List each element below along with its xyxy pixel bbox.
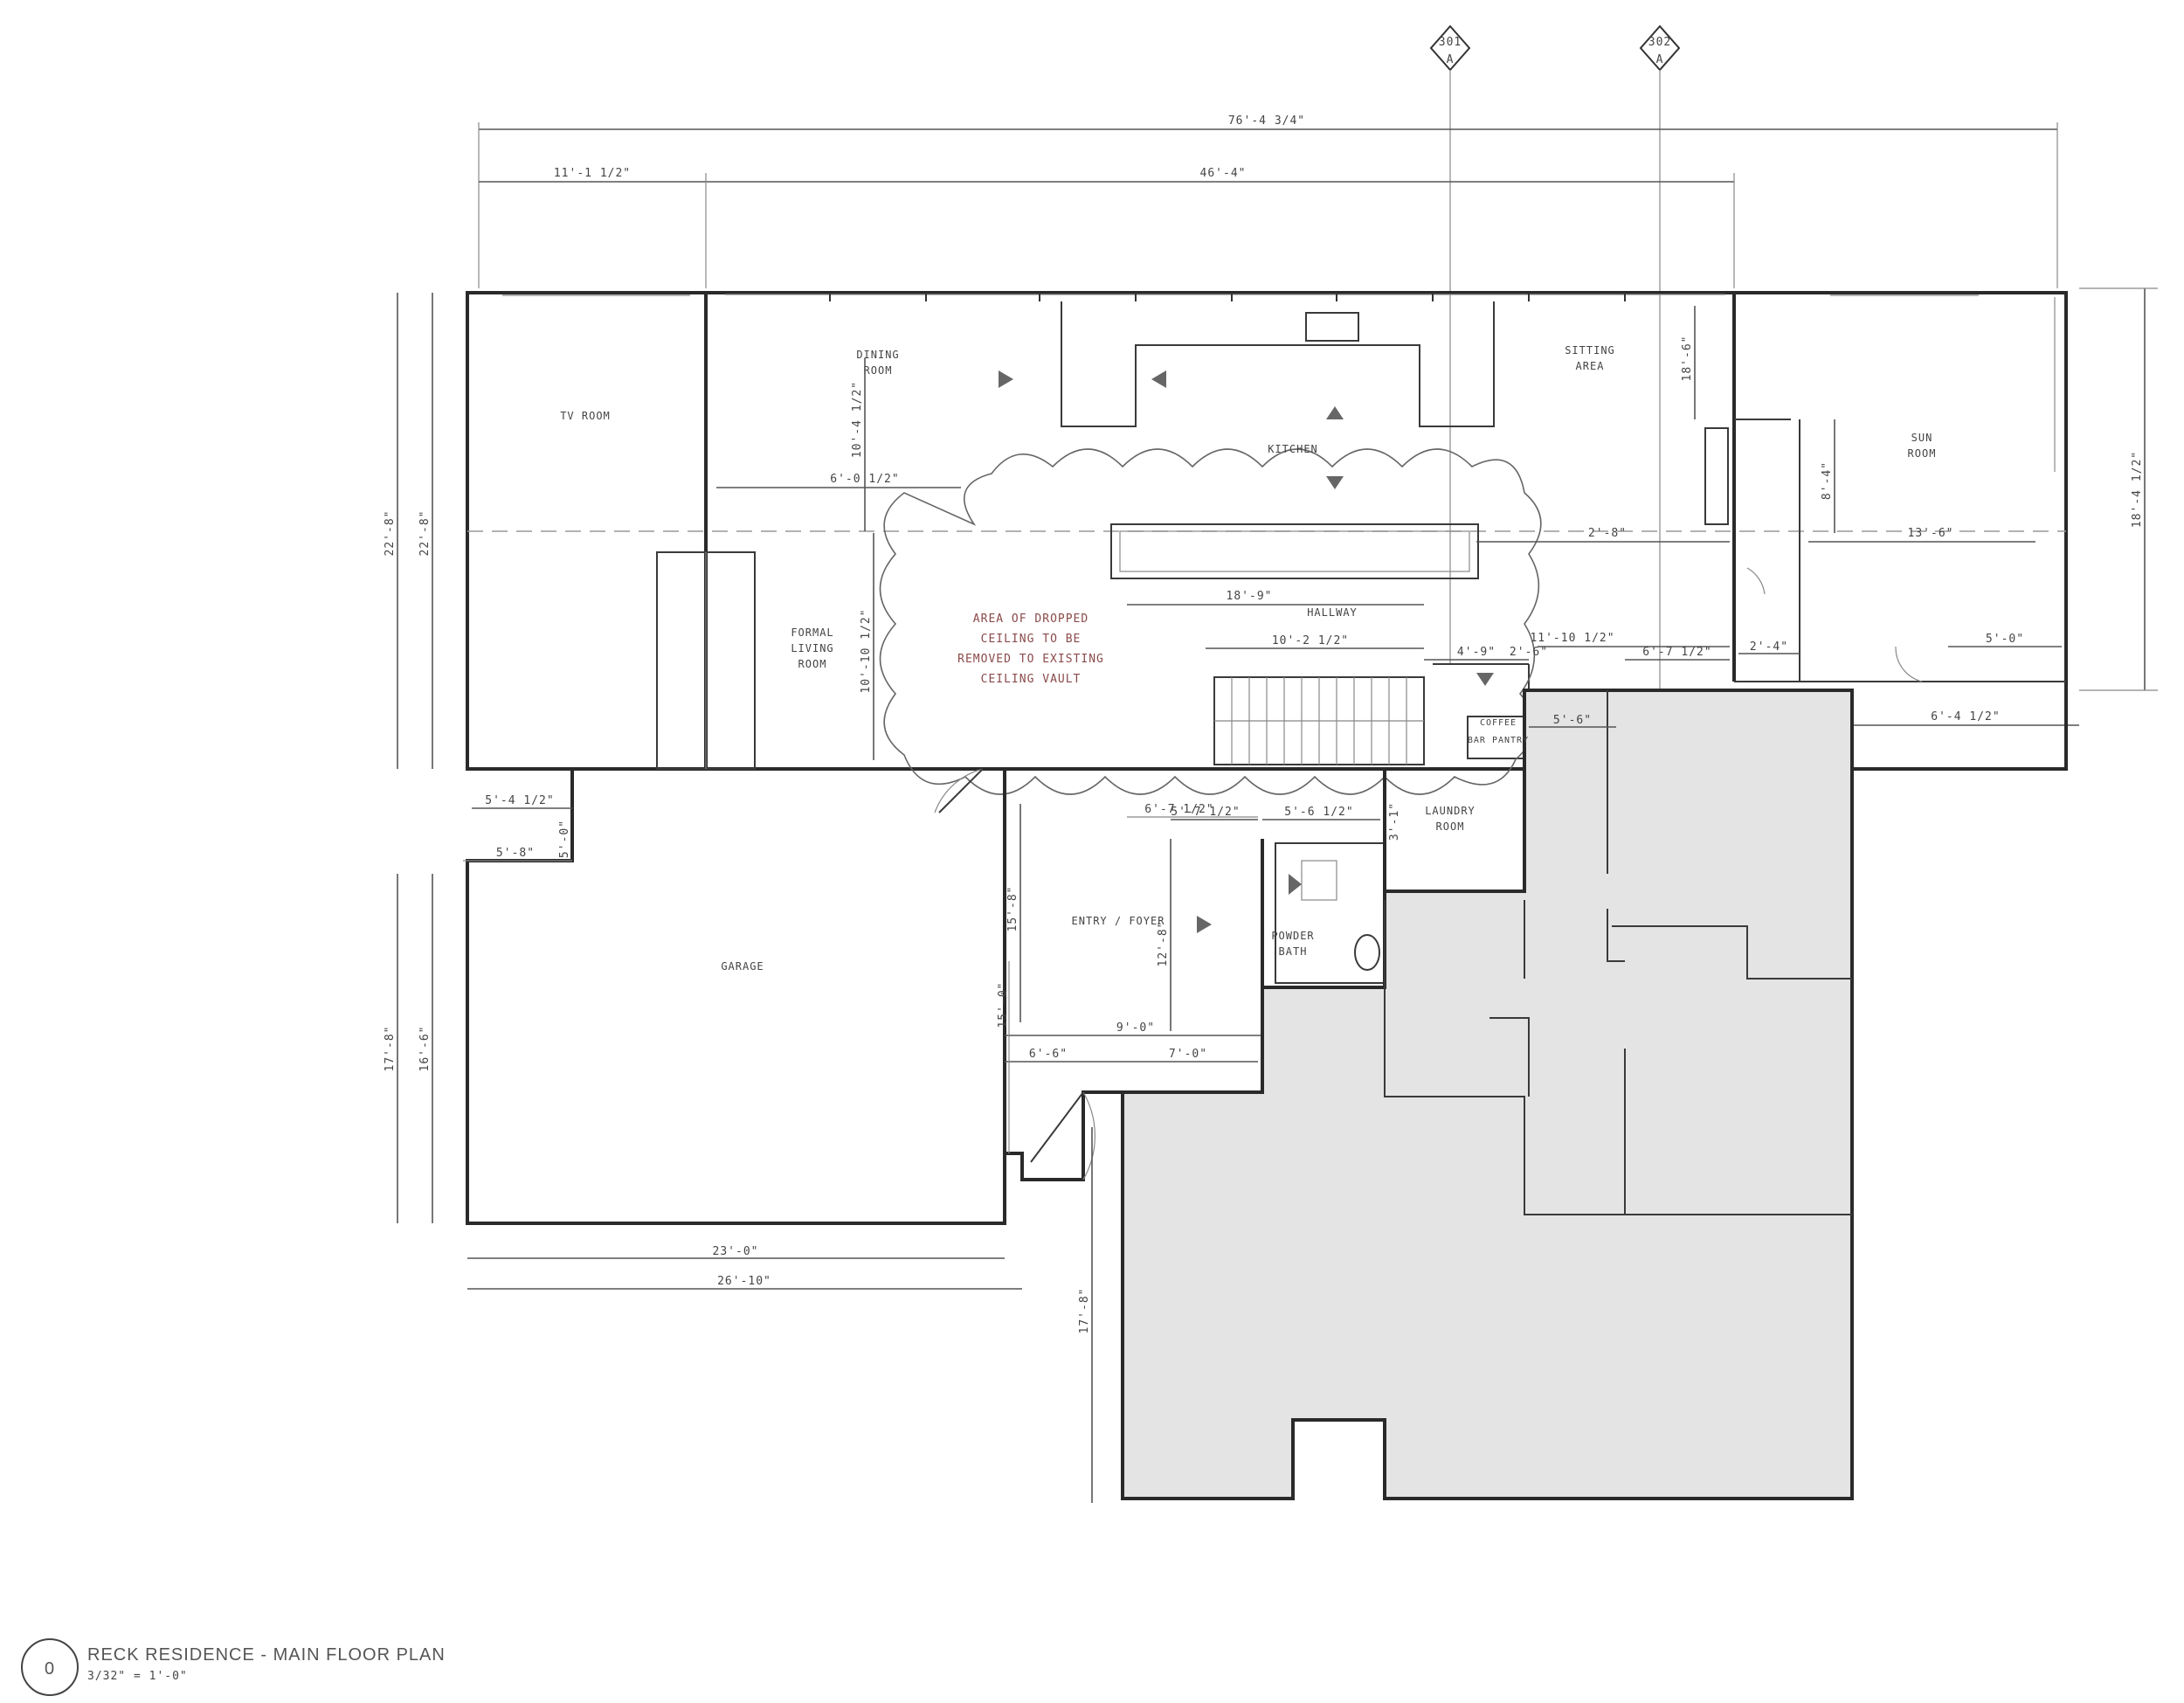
dim-laundry-w: 5'-6" (1553, 714, 1592, 727)
shaded-unfinished-area (1121, 689, 1854, 1500)
room-sitting-1: SITTING (1565, 344, 1615, 357)
dim-misc1: 4'-9" (1457, 646, 1496, 659)
dim-garage-w2: 26'-10" (717, 1275, 771, 1288)
dim-stair-w: 6'-7 1/2" (1642, 646, 1711, 659)
view-triangles (999, 370, 1494, 933)
room-tv-room: TV ROOM (560, 410, 611, 422)
dim-foyer-h3: 15'-0" (997, 982, 1010, 1028)
dim-top-mid: 46'-4" (1200, 167, 1247, 180)
room-powder-2: BATH (1279, 945, 1308, 958)
drawing-title-block: 0 RECK RESIDENCE - MAIN FLOOR PLAN 3/32"… (21, 1638, 446, 1696)
dim-garage-top: 5'-4 1/2" (485, 794, 554, 807)
dim-foyer-w2: 6'-6" (1029, 1048, 1068, 1061)
dim-foyer-top: 5'-7 1/2" (1171, 806, 1240, 819)
section-marker-302: 302 A (1639, 24, 1681, 712)
dim-sitting-w: 2'-8" (1588, 527, 1627, 540)
dim-left-overall: 22'-8" (384, 510, 397, 557)
drawing-scale: 3/32" = 1'-0" (87, 1670, 188, 1683)
room-laundry-1: LAUNDRY (1425, 805, 1476, 817)
dim-garage-h1: 17'-8" (384, 1026, 397, 1072)
room-entry-foyer: ENTRY / FOYER (1072, 915, 1165, 927)
room-sun-2: ROOM (1908, 447, 1937, 460)
dim-bath-w: 5'-6 1/2" (1284, 806, 1353, 819)
right-dimensions: 18'-4 1/2" 6'-4 1/2" (1852, 287, 2158, 726)
dim-misc2: 2'-6" (1510, 646, 1548, 659)
dim-foyer-w3: 7'-0" (1169, 1048, 1207, 1061)
dim-hall-h: 18'-9" (1227, 590, 1273, 603)
room-labels: TV ROOM DINING ROOM KITCHEN SITTING AREA… (560, 344, 1937, 973)
top-dimensions: 76'-4 3/4" 11'-1 1/2" 46'-4" (478, 114, 2058, 288)
note-line-1: AREA OF DROPPED (973, 613, 1089, 626)
room-hallway: HALLWAY (1307, 606, 1358, 619)
room-coffee-2: BAR PANTRY (1468, 736, 1529, 745)
dim-sun-h: 18'-6" (1681, 336, 1694, 382)
room-formal-3: ROOM (798, 658, 827, 670)
dim-garage-top2: 5'-8" (496, 847, 535, 860)
dim-misc3: 6'-7 1/2" (1144, 803, 1213, 816)
room-dining-2: ROOM (864, 364, 893, 377)
dim-foyer-w: 9'-0" (1116, 1021, 1155, 1035)
room-powder-1: POWDER (1271, 930, 1314, 942)
left-dimensions: 22'-8" 22'-8" 17'-8" 16'-6" (384, 293, 433, 1223)
dim-sun-vert: 13'-6" (1908, 527, 1954, 540)
marker-301-letter: A (1447, 53, 1455, 66)
section-marker-301: 301 A (1429, 24, 1471, 664)
interior-dimensions: 10'-4 1/2" 6'-0 1/2" 10'-10 1/2" 18'-9" … (716, 306, 2062, 841)
room-coffee-1: COFFEE (1480, 718, 1517, 728)
ceiling-note: AREA OF DROPPED CEILING TO BE REMOVED TO… (957, 613, 1104, 686)
note-line-2: CEILING TO BE (981, 633, 1082, 646)
dim-overall-width: 76'-4 3/4" (1228, 114, 1305, 128)
dim-dining-depth: 10'-4 1/2" (851, 381, 864, 458)
dim-foyer-h: 15'-8" (1006, 886, 1019, 932)
drawing-title: RECK RESIDENCE - MAIN FLOOR PLAN (87, 1645, 446, 1665)
dim-sun-vert2: 8'-4" (1821, 461, 1834, 500)
view-number: 0 (45, 1659, 55, 1679)
room-sun-1: SUN (1911, 432, 1933, 444)
room-garage: GARAGE (721, 960, 764, 973)
dim-sun-bottom: 6'-4 1/2" (1931, 710, 2000, 723)
room-laundry-2: ROOM (1436, 820, 1465, 833)
note-line-4: CEILING VAULT (981, 673, 1082, 686)
dim-hall-w: 10'-2 1/2" (1272, 634, 1349, 647)
dim-garage-h2: 16'-6" (418, 1026, 432, 1072)
dim-top-left: 11'-1 1/2" (554, 167, 631, 180)
garage-walls: 23'-0" 26'-10" 5'-4 1/2" 5'-8" 5'-0" (463, 767, 1022, 1290)
room-sitting-2: AREA (1576, 360, 1605, 372)
room-formal-1: FORMAL (791, 627, 833, 639)
marker-302-letter: A (1656, 53, 1664, 66)
dim-sun-door: 5'-0" (1986, 633, 2024, 646)
dim-left-inner: 22'-8" (418, 510, 432, 557)
dim-pantry-w: 11'-10 1/2" (1530, 632, 1614, 645)
dim-misc4: 3'-1" (1388, 802, 1401, 841)
main-house-walls (466, 291, 2068, 771)
note-line-3: REMOVED TO EXISTING (957, 653, 1104, 666)
dim-foyer-h2: 12'-8" (1157, 921, 1170, 967)
room-kitchen: KITCHEN (1268, 443, 1318, 455)
dim-right-overall: 18'-4 1/2" (2131, 451, 2144, 528)
dim-garage-notch: 5'-0" (558, 820, 571, 858)
dim-lower-h: 17'-8" (1078, 1288, 1091, 1334)
dim-living-depth: 10'-10 1/2" (860, 608, 873, 693)
dropped-ceiling-cloud (879, 448, 1542, 795)
dim-dining-width: 6'-0 1/2" (830, 473, 899, 486)
marker-301-label: 301 (1439, 36, 1462, 49)
room-formal-2: LIVING (791, 642, 833, 654)
marker-302-label: 302 (1648, 36, 1671, 49)
room-dining-1: DINING (856, 349, 899, 361)
dim-garage-w1: 23'-0" (713, 1245, 759, 1258)
dim-misc5: 2'-4" (1750, 640, 1788, 654)
